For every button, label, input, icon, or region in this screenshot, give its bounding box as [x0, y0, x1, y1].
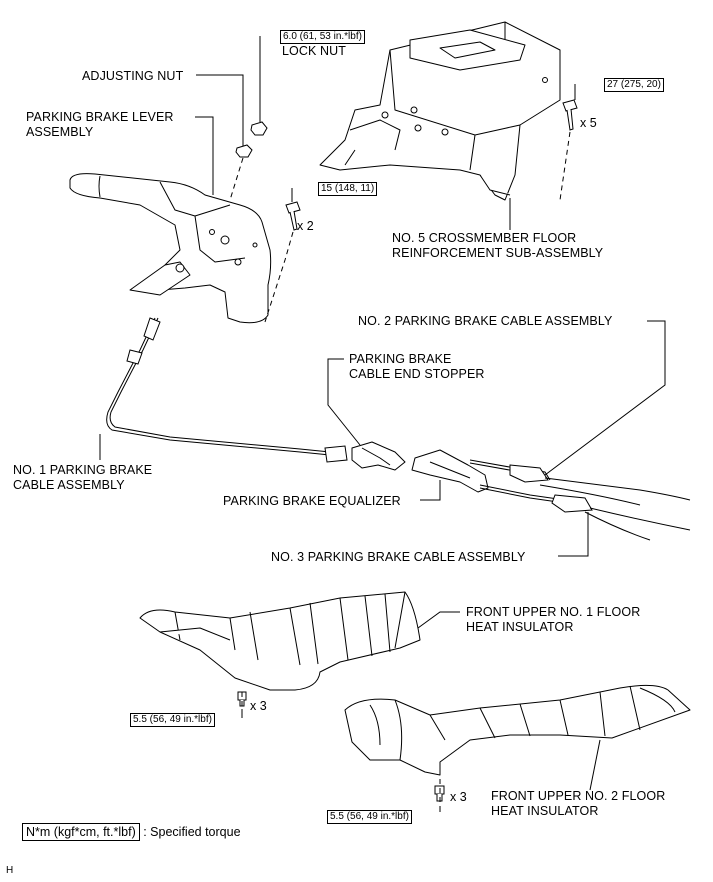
leader-lines: [99, 36, 666, 812]
crossmember-label-line2: REINFORCEMENT SUB-ASSEMBLY: [392, 246, 604, 260]
no2-no3-cable-part: [469, 459, 691, 541]
no1-cable-label-line2: CABLE ASSEMBLY: [13, 478, 125, 492]
heat-insulator-no1-label: FRONT UPPER NO. 1 FLOOR HEAT INSULATOR: [466, 605, 640, 635]
heat-insulator-no1-label-line2: HEAT INSULATOR: [466, 620, 574, 634]
assembly-dashed-lines: [229, 131, 571, 802]
cable-end-stopper-part: [351, 441, 406, 471]
torque-legend-unit: N*m (kgf*cm, ft.*lbf): [22, 823, 140, 841]
lock-nut-part: [250, 121, 268, 136]
corner-mark: H: [6, 865, 14, 876]
crossmember-bolt-torque-spec: 27 (275, 20): [604, 78, 664, 92]
no1-cable-label-line1: NO. 1 PARKING BRAKE: [13, 463, 153, 477]
heat-insulator-no2-label: FRONT UPPER NO. 2 FLOOR HEAT INSULATOR: [491, 789, 665, 819]
insulator2-bolt-torque-spec: 5.5 (56, 49 in.*lbf): [327, 810, 412, 824]
heat-insulator-no2-label-line2: HEAT INSULATOR: [491, 804, 599, 818]
parking-brake-lever-label: PARKING BRAKE LEVER ASSEMBLY: [26, 110, 174, 140]
heat-insulator-no1-label-line1: FRONT UPPER NO. 1 FLOOR: [466, 605, 641, 619]
lever-bolt-part: [285, 201, 301, 231]
insulator1-bolt-quantity: x 3: [250, 699, 267, 713]
parking-brake-lever-label-line1: PARKING BRAKE LEVER: [26, 110, 174, 124]
parking-brake-lever-label-line2: ASSEMBLY: [26, 125, 94, 139]
equalizer-label: PARKING BRAKE EQUALIZER: [223, 494, 401, 508]
no1-cable-label: NO. 1 PARKING BRAKE CABLE ASSEMBLY: [13, 463, 152, 493]
lock-nut-torque-spec: 6.0 (61, 53 in.*lbf): [280, 30, 365, 44]
cable-end-stopper-label: PARKING BRAKE CABLE END STOPPER: [349, 352, 485, 382]
parking-brake-lever-part: [69, 173, 272, 324]
heat-insulator-no2-part: [344, 684, 691, 776]
no2-cable-label: NO. 2 PARKING BRAKE CABLE ASSEMBLY: [358, 314, 613, 328]
no1-cable-part: [106, 317, 348, 463]
heat-insulator-no2-label-line1: FRONT UPPER NO. 2 FLOOR: [491, 789, 666, 803]
insulator1-bolt-torque-spec: 5.5 (56, 49 in.*lbf): [130, 713, 215, 727]
adjusting-nut-label: ADJUSTING NUT: [82, 69, 184, 83]
crossmember-bolt-quantity: x 5: [580, 116, 597, 130]
lever-bolt-quantity: x 2: [297, 219, 314, 233]
lock-nut-label: LOCK NUT: [282, 44, 347, 58]
cable-end-stopper-label-line1: PARKING BRAKE: [349, 352, 452, 366]
no3-cable-label: NO. 3 PARKING BRAKE CABLE ASSEMBLY: [271, 550, 526, 564]
crossmember-label-line1: NO. 5 CROSSMEMBER FLOOR: [392, 231, 577, 245]
crossmember-reinforcement-part: [319, 21, 561, 201]
heat-insulator-no1-part: [139, 591, 421, 691]
crossmember-bolt-part: [562, 99, 578, 131]
lever-bolt-torque-spec: 15 (148, 11): [318, 182, 378, 196]
adjusting-nut-part: [235, 144, 253, 158]
cable-end-stopper-label-line2: CABLE END STOPPER: [349, 367, 485, 381]
crossmember-label: NO. 5 CROSSMEMBER FLOOR REINFORCEMENT SU…: [392, 231, 603, 261]
parking-brake-equalizer-part: [411, 449, 489, 493]
torque-legend-description: : Specified torque: [143, 825, 241, 839]
insulator2-bolt-quantity: x 3: [450, 790, 467, 804]
torque-legend: N*m (kgf*cm, ft.*lbf) : Specified torque: [22, 823, 241, 841]
